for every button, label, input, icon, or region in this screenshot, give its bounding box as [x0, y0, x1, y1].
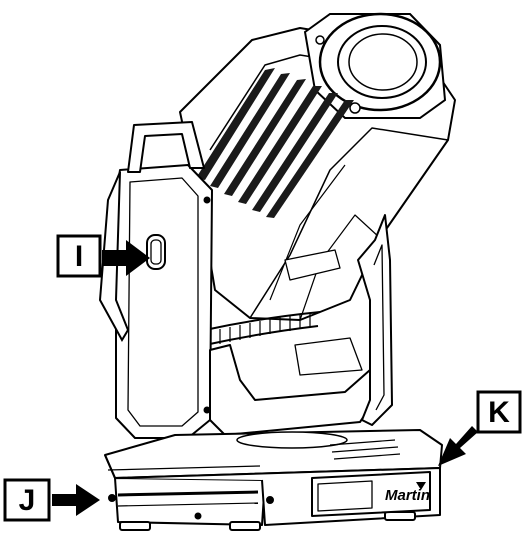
- head-cooling-vents: [196, 68, 354, 218]
- brand-logo-text: Martin: [385, 487, 430, 504]
- callout-j-arrow: [52, 484, 100, 516]
- callout-i: I: [56, 234, 150, 278]
- yoke-right-arm: [357, 214, 393, 426]
- callout-k-arrow: [438, 426, 478, 466]
- yoke-bridge: [209, 337, 376, 436]
- yoke-left-arm: [107, 121, 213, 439]
- callout-j-box: [3, 478, 51, 522]
- callout-k: K: [438, 390, 522, 466]
- callout-k-label: K: [488, 396, 510, 429]
- callout-i-box: [56, 234, 102, 278]
- callout-j: J: [3, 478, 100, 522]
- brand-logo-triangle: [416, 482, 426, 490]
- tilt-ring: [204, 311, 321, 346]
- callout-i-label: I: [75, 240, 83, 273]
- callout-i-arrow: [102, 240, 150, 276]
- callout-j-label: J: [19, 484, 36, 517]
- fixture-base: [104, 429, 443, 531]
- brand-logo: Martin: [385, 482, 430, 504]
- callout-k-box: [476, 390, 522, 434]
